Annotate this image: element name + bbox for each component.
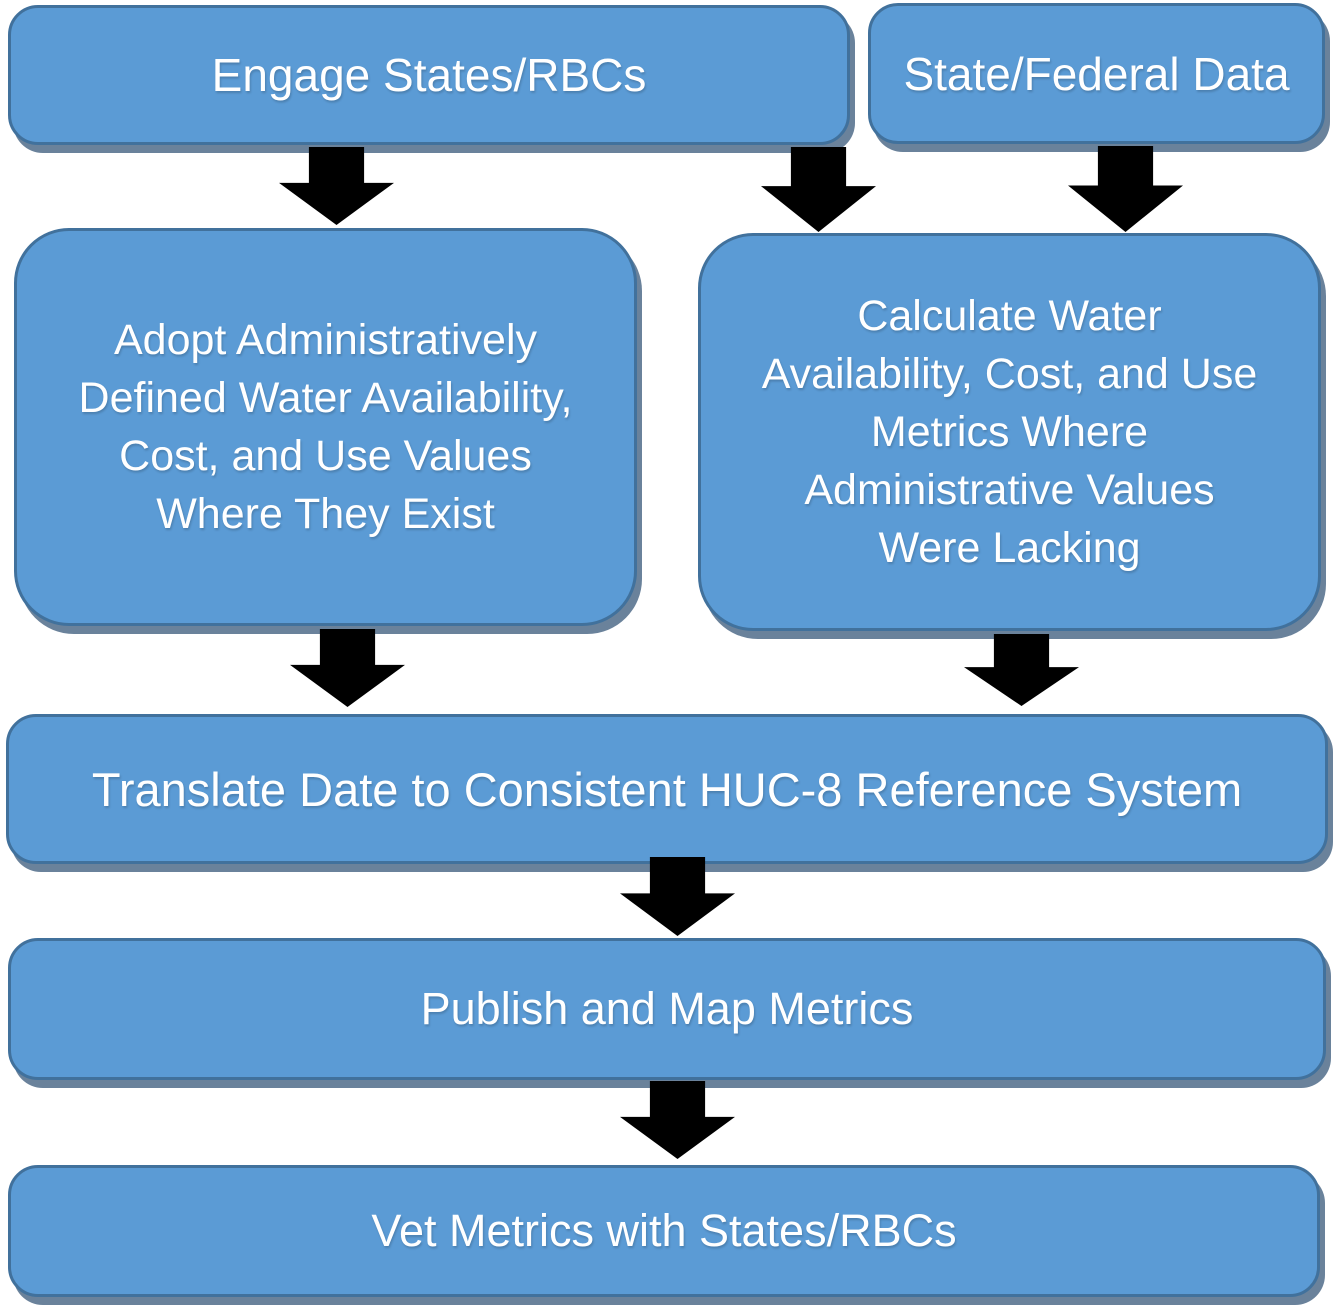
flow-box-state-federal-data-label: State/Federal Data [903, 47, 1290, 100]
arrow-down-icon [964, 634, 1079, 706]
flow-box-vet-metrics: Vet Metrics with States/RBCs [8, 1165, 1320, 1297]
arrow-down-icon [1068, 146, 1183, 232]
flow-box-translate-huc8-reference: Translate Date to Consistent HUC-8 Refer… [6, 714, 1328, 864]
arrow-down-icon [761, 147, 876, 232]
flow-box-publish-map-metrics: Publish and Map Metrics [8, 938, 1326, 1080]
arrow-down-icon [279, 147, 394, 225]
flow-box-engage-states-rbcs-label: Engage States/RBCs [211, 49, 647, 101]
flow-box-publish-map-metrics-label: Publish and Map Metrics [420, 983, 914, 1034]
arrow-down-icon [290, 629, 405, 707]
flow-box-vet-metrics-label: Vet Metrics with States/RBCs [371, 1205, 957, 1256]
arrow-down-icon [620, 1081, 735, 1159]
arrow-down-icon [620, 857, 735, 936]
flow-box-adopt-administrative-values-label: Adopt Administratively Defined Water Ava… [78, 316, 573, 538]
flow-box-translate-huc8-reference-label: Translate Date to Consistent HUC-8 Refer… [91, 762, 1243, 816]
flow-box-state-federal-data: State/Federal Data [868, 3, 1325, 144]
flow-box-calculate-metrics: Calculate Water Availability, Cost, and … [698, 233, 1321, 631]
flow-box-calculate-metrics-label: Calculate Water Availability, Cost, and … [761, 292, 1258, 572]
flow-box-adopt-administrative-values: Adopt Administratively Defined Water Ava… [14, 228, 637, 626]
flow-box-engage-states-rbcs: Engage States/RBCs [8, 5, 850, 145]
